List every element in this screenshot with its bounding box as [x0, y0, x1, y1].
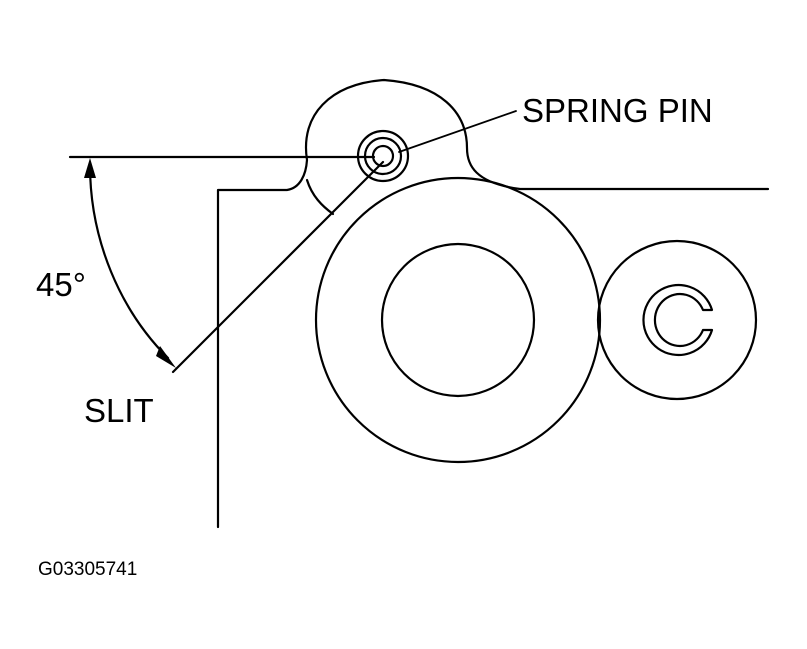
arrowhead-bottom — [156, 346, 176, 368]
slit-label: SLIT — [84, 392, 154, 429]
snap-ring-c-clip — [642, 283, 714, 357]
figure-id-label: G03305741 — [38, 559, 137, 580]
spring-pin-label: SPRING PIN — [522, 92, 713, 129]
large-gear-bore — [380, 242, 536, 398]
arrowhead-top — [84, 158, 96, 178]
angle-arc — [88, 163, 170, 360]
large-gear-outer — [314, 176, 602, 464]
angle-label: 45° — [36, 266, 86, 303]
spring-pin-leader — [398, 110, 517, 153]
boss-lower-curve — [305, 178, 335, 216]
slit-line — [171, 160, 385, 374]
housing-outline — [216, 78, 770, 529]
small-gear — [596, 239, 758, 401]
